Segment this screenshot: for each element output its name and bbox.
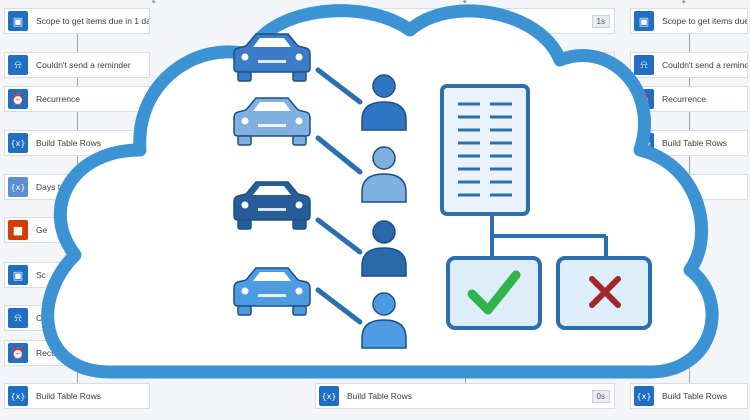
flow-step[interactable]: {x} Build Table Rows (4, 383, 150, 409)
variable-icon: {x} (8, 133, 28, 153)
flow-connector (689, 78, 690, 86)
alarm-clock-icon: ⏰ (8, 343, 28, 363)
flow-step-label: Build Table Rows (36, 138, 102, 148)
reject-box (556, 256, 652, 330)
duration-badge: 0s (591, 389, 610, 403)
approve-box (446, 256, 542, 330)
car-icon (233, 267, 311, 316)
car-icon (233, 181, 311, 230)
flow-connector (77, 34, 78, 52)
person-icon (361, 74, 407, 131)
flow-connector (77, 112, 78, 130)
variable-icon: {x} (634, 386, 654, 406)
link-line (315, 67, 363, 105)
person-icon (361, 146, 407, 203)
flow-step[interactable]: ▣ Scope to get items due in 1 day (630, 8, 748, 34)
arrow-down-icon: ↓ (461, 0, 469, 6)
arrow-down-icon: ↓ (680, 0, 688, 6)
bell-icon: ⍾ (8, 308, 28, 328)
office-icon: ■ (8, 220, 28, 240)
flow-step-label: Recurrence (36, 94, 80, 104)
bell-icon: ⍾ (634, 55, 654, 75)
flow-step-label: Couldn't send a reminder (36, 60, 131, 70)
flow-step-label: Days to re (36, 182, 75, 192)
document-icon (440, 84, 530, 216)
link-line (315, 135, 363, 175)
flow-step-label: Couldn't send a reminder (662, 60, 747, 70)
person-icon (361, 292, 407, 349)
link-line (315, 287, 363, 325)
cars-group (233, 33, 311, 316)
variable-icon: {x} (8, 386, 28, 406)
person-icon (361, 220, 407, 277)
cross-icon (589, 276, 621, 308)
flow-connector (77, 78, 78, 86)
arrow-down-icon: ↓ (150, 0, 158, 6)
flow-step-label: Build Table Rows (347, 391, 413, 401)
flow-step-label: Build Table Rows (662, 391, 728, 401)
flow-step-label: Sc (36, 270, 46, 280)
scope-icon: ▣ (8, 265, 28, 285)
flow-connector (689, 112, 690, 130)
scope-icon: ▣ (634, 11, 654, 31)
flow-step[interactable]: ⍾ Couldn't send a reminder (4, 52, 150, 78)
variable-icon: {x} (319, 386, 339, 406)
flow-step-label: Recurrence (662, 94, 706, 104)
alarm-clock-icon: ⏰ (8, 89, 28, 109)
flow-step-label: Ge (36, 225, 48, 235)
flow-connector (689, 34, 690, 52)
flow-step-label: Scope to get items due in 1 day (36, 16, 149, 26)
scope-icon: ▣ (8, 11, 28, 31)
flow-step[interactable]: ⍾ Couldn't send a reminder (630, 52, 748, 78)
flow-step[interactable]: {x} Build Table Rows 0s (315, 383, 615, 409)
flow-connector (77, 366, 78, 383)
bell-icon: ⍾ (8, 55, 28, 75)
flow-step-label: Build Table Rows (36, 391, 102, 401)
flow-step-label: Build Table Rows (662, 138, 728, 148)
check-icon (467, 270, 521, 315)
car-icon (233, 33, 311, 82)
flow-step[interactable]: {x} Build Table Rows (630, 383, 748, 409)
flow-step-label: Scope to get items due in 1 day (662, 16, 747, 26)
people-group (361, 74, 407, 349)
flow-step[interactable]: ▣ Scope to get items due in 1 day (4, 8, 150, 34)
duration-badge: 1s (591, 14, 610, 28)
variable-icon: {x} (8, 177, 28, 197)
decision-connectors (490, 214, 608, 258)
car-person-links (315, 67, 363, 325)
flow-connector (689, 156, 690, 174)
link-line (315, 217, 363, 255)
car-icon (233, 97, 311, 146)
